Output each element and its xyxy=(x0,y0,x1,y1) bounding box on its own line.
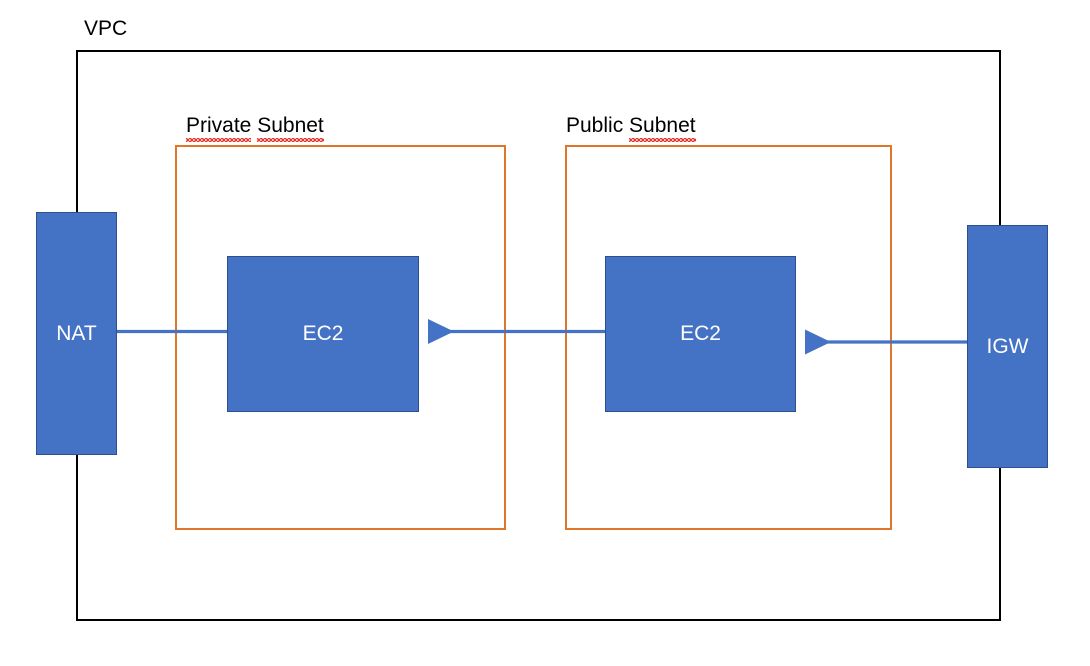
node-ec2-public[interactable]: EC2 xyxy=(605,256,796,412)
node-nat[interactable]: NAT xyxy=(36,212,117,455)
public-subnet-label-word-2: Subnet xyxy=(629,114,696,143)
public-subnet-label-word-1: Public xyxy=(566,114,624,137)
node-ec2-private[interactable]: EC2 xyxy=(227,256,419,412)
vpc-label: VPC xyxy=(84,17,128,40)
node-nat-label: NAT xyxy=(56,321,97,345)
private-subnet-label: Private Subnet xyxy=(186,113,324,143)
private-subnet-label-word-1: Private xyxy=(186,114,252,143)
node-igw[interactable]: IGW xyxy=(967,225,1048,468)
public-subnet-box[interactable] xyxy=(565,145,892,530)
private-subnet-box[interactable] xyxy=(175,145,506,530)
public-subnet-label: Public Subnet xyxy=(566,113,696,143)
node-igw-label: IGW xyxy=(986,334,1029,358)
node-ec2-private-label: EC2 xyxy=(302,322,344,346)
node-ec2-public-label: EC2 xyxy=(680,322,721,346)
private-subnet-label-word-2: Subnet xyxy=(257,114,324,143)
